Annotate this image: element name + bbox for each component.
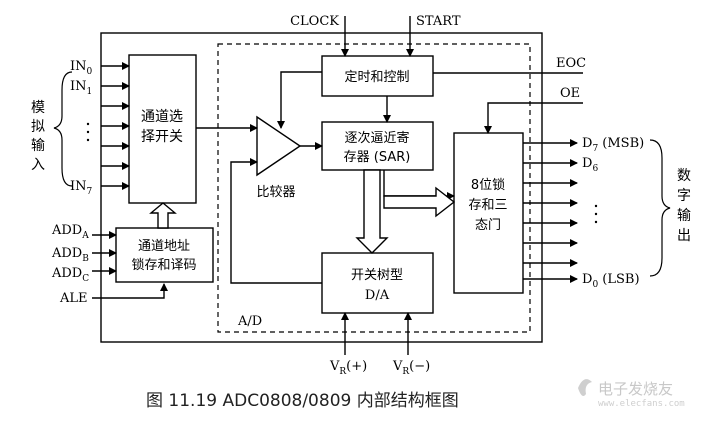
ad-region-label: A/D — [237, 314, 262, 329]
add-b-label: ADDB — [51, 246, 89, 264]
analog-input-char-4: 入 — [31, 157, 45, 173]
latch-label-2: 存和三 — [468, 198, 507, 213]
sar-label-1: 逐次逼近寄 — [344, 130, 409, 146]
timing-control-label: 定时和控制 — [344, 70, 409, 85]
comparator-triangle — [256, 115, 302, 177]
sar-to-dac-arrow — [355, 169, 389, 254]
dac-label-1: 开关树型 — [351, 268, 403, 283]
channel-switch-label-1: 通道选 — [141, 109, 183, 125]
figure-caption: 图 11.19 ADC0808/0809 内部结构框图 — [146, 391, 459, 411]
digital-output-char-4: 出 — [677, 228, 691, 244]
analog-input-brace — [53, 71, 73, 187]
digital-output-char-2: 字 — [677, 188, 691, 204]
output-ellipsis — [594, 204, 598, 224]
in7-label: IN7 — [70, 179, 93, 197]
svg-text:www.elecfans.com: www.elecfans.com — [598, 399, 685, 409]
resistor-tree-dac-block — [321, 252, 434, 314]
add-c-label: ADDC — [51, 266, 89, 284]
analog-input-char-3: 输 — [31, 138, 45, 154]
in0-label: IN0 — [70, 59, 93, 77]
latch-label-1: 8位锁 — [471, 177, 505, 193]
channel-switch-label-2: 择开关 — [141, 129, 183, 145]
d0-label: D0 (LSB) — [582, 272, 640, 290]
d6-label: D6 — [582, 156, 598, 174]
chip-outline — [100, 32, 543, 343]
ale-label: ALE — [59, 291, 88, 306]
address-latch-label-2: 锁存和译码 — [131, 257, 196, 273]
eoc-label: EOC — [556, 56, 586, 71]
address-latch-label-1: 通道地址 — [138, 239, 190, 254]
digital-output-brace — [649, 139, 671, 277]
dac-label-2: D/A — [365, 288, 390, 303]
start-label: START — [416, 14, 461, 29]
input-ellipsis — [86, 122, 90, 142]
analog-input-char-1: 模 — [31, 100, 45, 116]
comparator-label: 比较器 — [256, 185, 295, 200]
digital-output-char-1: 数 — [677, 168, 691, 184]
vr-minus-label: VR(−) — [392, 359, 430, 377]
address-latch-block — [115, 227, 214, 283]
in1-label: IN1 — [70, 79, 92, 97]
oe-label: OE — [560, 86, 580, 101]
timing-control-block — [321, 55, 434, 97]
d7-label: D7 (MSB) — [582, 136, 644, 154]
watermark-logo-icon — [578, 379, 592, 396]
latch-tristate-block — [453, 132, 524, 294]
add-a-label: ADDA — [51, 223, 89, 241]
sar-label-2: 存器 (SAR) — [344, 150, 411, 165]
select-arrow — [149, 202, 177, 229]
svg-text:电子发烧友: 电子发烧友 — [598, 380, 673, 398]
clock-label: CLOCK — [290, 14, 339, 29]
watermark: 电子发烧友 www.elecfans.com — [578, 379, 685, 409]
sar-to-latch-arrow — [383, 186, 456, 218]
vr-plus-label: VR(+) — [329, 359, 367, 377]
digital-output-char-3: 输 — [677, 208, 691, 224]
analog-input-char-2: 拟 — [31, 119, 45, 135]
ad-region — [217, 43, 531, 333]
latch-label-3: 态门 — [475, 218, 501, 233]
